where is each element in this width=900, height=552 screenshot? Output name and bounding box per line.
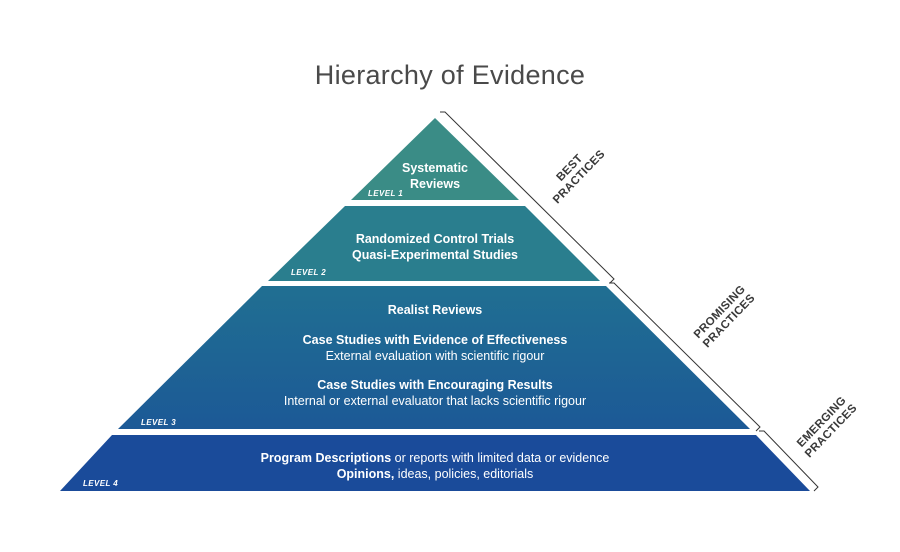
level-3-item-3-title: Case Studies with Encouraging Results bbox=[317, 378, 553, 392]
level-4-text: Program Descriptions or reports with lim… bbox=[190, 450, 680, 482]
level-4-line-1-bold: Program Descriptions bbox=[260, 451, 392, 465]
level-3-item-1: Realist Reviews bbox=[387, 303, 483, 317]
bracket-best-practices bbox=[440, 111, 615, 284]
level-2-text: Randomized Control Trials Quasi-Experime… bbox=[300, 231, 570, 263]
pyramid-level-2 bbox=[268, 206, 600, 281]
side-brackets bbox=[440, 111, 819, 492]
level-2-line-1: Randomized Control Trials bbox=[355, 232, 515, 246]
level-1-line-2: Reviews bbox=[409, 177, 461, 191]
level-1-text: Systematic Reviews bbox=[355, 160, 515, 192]
level-3-item-2-title: Case Studies with Evidence of Effectiven… bbox=[302, 333, 568, 347]
level-4-line-1-rest: or reports with limited data or evidence bbox=[391, 451, 610, 465]
level-1-label: LEVEL 1 bbox=[368, 189, 404, 198]
level-2-label: LEVEL 2 bbox=[291, 268, 327, 277]
level-4-label: LEVEL 4 bbox=[83, 479, 119, 488]
bracket-emerging-practices bbox=[759, 430, 819, 492]
level-4-line-2-bold: Opinions, bbox=[336, 467, 395, 481]
bracket-promising-practices bbox=[609, 282, 761, 432]
diagram-title: Hierarchy of Evidence bbox=[314, 60, 586, 90]
level-4-line-2-rest: ideas, policies, editorials bbox=[394, 467, 534, 481]
level-3-item-2-subtitle: External evaluation with scientific rigo… bbox=[325, 349, 545, 363]
level-1-line-1: Systematic bbox=[401, 161, 468, 175]
level-3-label: LEVEL 3 bbox=[141, 418, 177, 427]
level-3-item-3-subtitle: Internal or external evaluator that lack… bbox=[283, 394, 587, 408]
pyramid-level-3 bbox=[118, 286, 750, 429]
level-3-text: Realist Reviews Case Studies with Eviden… bbox=[230, 302, 640, 409]
level-2-line-2: Quasi-Experimental Studies bbox=[351, 248, 519, 262]
pyramid-level-4 bbox=[60, 435, 810, 491]
pyramid-level-1 bbox=[351, 118, 519, 200]
